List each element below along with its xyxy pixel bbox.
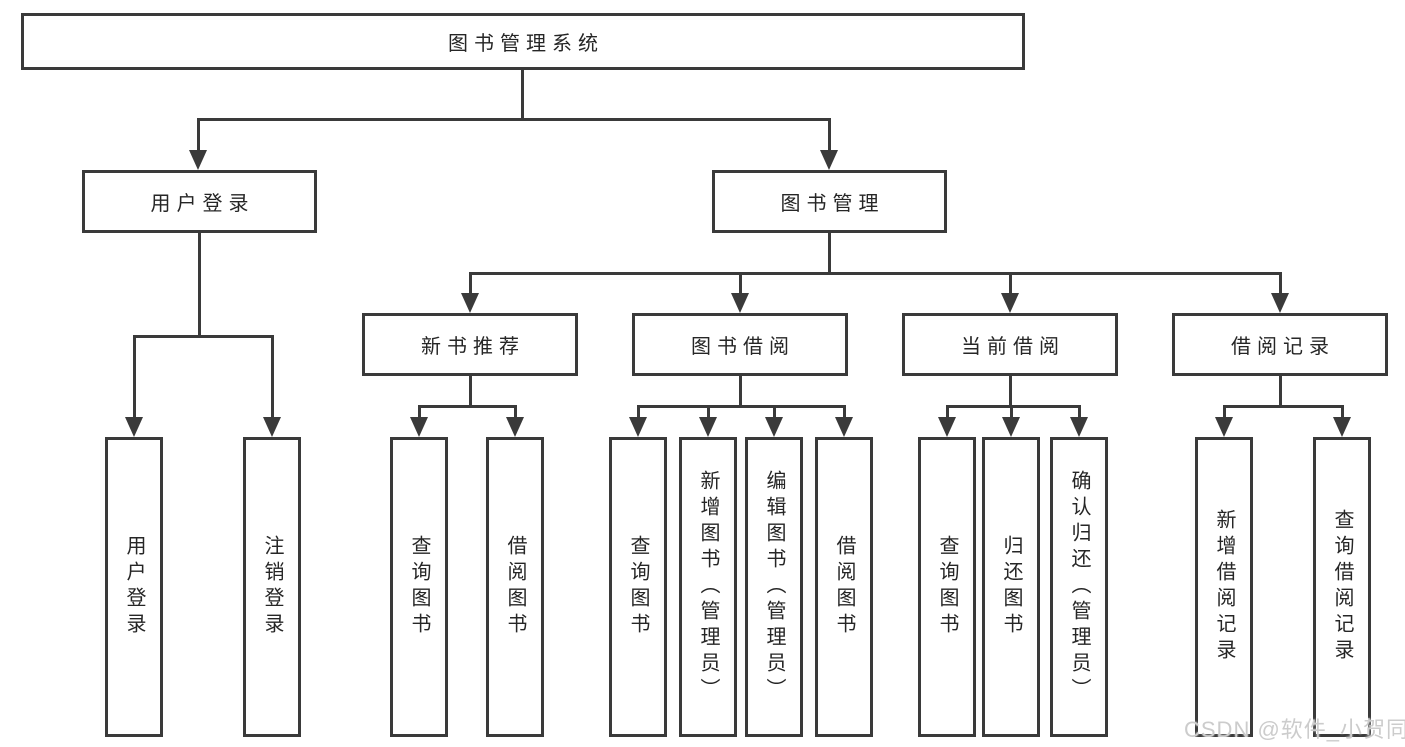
- node-new-book-recommend: 新书推荐: [362, 313, 578, 376]
- arrowhead-down: [731, 293, 749, 313]
- arrowhead-down: [629, 417, 647, 437]
- connector-line: [514, 405, 517, 419]
- connector-line: [739, 376, 742, 405]
- arrowhead-down: [1271, 293, 1289, 313]
- connector-line: [707, 405, 710, 419]
- leaf-borrow-add-books-admin: 新增图书（管理员）: [679, 437, 737, 737]
- connector-line: [469, 272, 472, 295]
- connector-line: [133, 335, 273, 338]
- connector-line: [1078, 405, 1081, 419]
- arrowhead-down: [461, 293, 479, 313]
- connector-line: [739, 272, 742, 295]
- leaf-recommend-borrow-books: 借阅图书: [486, 437, 544, 737]
- connector-line: [1223, 405, 1226, 419]
- connector-line: [773, 405, 776, 419]
- watermark: CSDN @软件_小贺同学: [1184, 717, 1405, 742]
- arrowhead-down: [1002, 417, 1020, 437]
- connector-line: [1010, 405, 1013, 419]
- leaf-borrow-edit-books-admin: 编辑图书（管理员）: [745, 437, 803, 737]
- connector-line: [1341, 405, 1344, 419]
- leaf-current-return-books: 归还图书: [982, 437, 1040, 737]
- leaf-recommend-query-books: 查询图书: [390, 437, 448, 737]
- arrowhead-down: [1215, 417, 1233, 437]
- connector-line: [637, 405, 845, 408]
- arrowhead-down: [1001, 293, 1019, 313]
- leaf-user-login: 用户登录: [105, 437, 163, 737]
- arrowhead-down: [189, 150, 207, 170]
- connector-line: [198, 233, 201, 335]
- arrowhead-down: [125, 417, 143, 437]
- connector-line: [843, 405, 846, 419]
- connector-line: [418, 405, 516, 408]
- leaf-logout: 注销登录: [243, 437, 301, 737]
- connector-line: [1279, 376, 1282, 405]
- connector-line: [418, 405, 421, 419]
- arrowhead-down: [938, 417, 956, 437]
- arrowhead-down: [1333, 417, 1351, 437]
- node-book-borrow: 图书借阅: [632, 313, 848, 376]
- arrowhead-down: [410, 417, 428, 437]
- connector-line: [1009, 376, 1012, 405]
- arrowhead-down: [506, 417, 524, 437]
- connector-line: [637, 405, 640, 419]
- connector-line: [946, 405, 949, 419]
- arrowhead-down: [765, 417, 783, 437]
- connector-line: [197, 118, 831, 121]
- node-borrow-records: 借阅记录: [1172, 313, 1388, 376]
- arrowhead-down: [835, 417, 853, 437]
- connector-line: [828, 233, 831, 272]
- connector-line: [828, 118, 831, 154]
- leaf-records-add-borrow-record: 新增借阅记录: [1195, 437, 1253, 737]
- node-current-borrow: 当前借阅: [902, 313, 1118, 376]
- leaf-borrow-query-books: 查询图书: [609, 437, 667, 737]
- connector-line: [469, 376, 472, 405]
- connector-line: [469, 272, 1281, 275]
- arrowhead-down: [820, 150, 838, 170]
- leaf-current-confirm-return-admin: 确认归还（管理员）: [1050, 437, 1108, 737]
- arrowhead-down: [1070, 417, 1088, 437]
- connector-line: [271, 335, 274, 419]
- connector-line: [1223, 405, 1343, 408]
- connector-line: [197, 118, 200, 154]
- leaf-current-query-books: 查询图书: [918, 437, 976, 737]
- arrowhead-down: [699, 417, 717, 437]
- node-user-login: 用户登录: [82, 170, 317, 233]
- leaf-borrow-borrow-books: 借阅图书: [815, 437, 873, 737]
- node-root: 图书管理系统: [21, 13, 1025, 70]
- arrowhead-down: [263, 417, 281, 437]
- leaf-records-query-borrow-record: 查询借阅记录: [1313, 437, 1371, 737]
- connector-line: [133, 335, 136, 419]
- connector-line: [1009, 272, 1012, 295]
- node-book-management: 图书管理: [712, 170, 947, 233]
- connector-line: [1279, 272, 1282, 295]
- connector-line: [946, 405, 1080, 408]
- connector-line: [521, 69, 524, 118]
